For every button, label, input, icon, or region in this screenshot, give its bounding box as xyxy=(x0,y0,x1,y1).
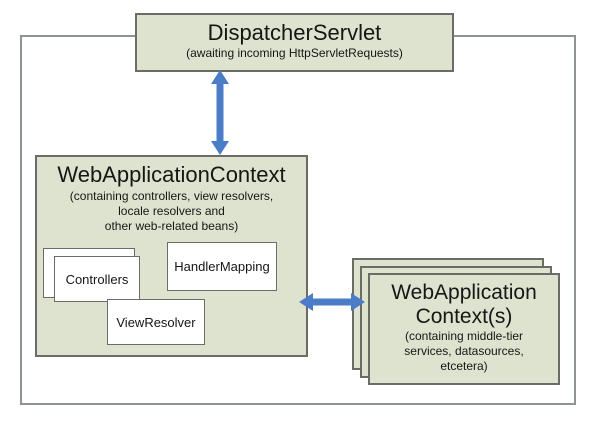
web-application-context-title: WebApplicationContext xyxy=(57,162,286,187)
view-resolver-label: ViewResolver xyxy=(116,314,196,330)
web-application-context-subtitle-line1: (containing controllers, view resolvers, xyxy=(69,189,274,203)
middle-tier-context-title-line1: WebApplication xyxy=(391,281,537,304)
web-application-context-subtitle-line2: locale resolvers and xyxy=(118,204,225,218)
controllers-box: Controllers xyxy=(54,256,140,302)
view-resolver-box: ViewResolver xyxy=(107,299,205,345)
dispatcher-servlet-box: DispatcherServlet (awaiting incoming Htt… xyxy=(135,13,454,72)
dispatcher-servlet-subtitle: (awaiting incoming HttpServletRequests) xyxy=(186,46,403,60)
handler-mapping-label: HandlerMapping xyxy=(174,259,270,274)
middle-tier-context-subtitle-line1: (containing middle-tier xyxy=(404,329,524,343)
middle-tier-context-title-line2: Context(s) xyxy=(415,305,513,328)
middle-tier-context-subtitle-line2: services, datasources, xyxy=(404,344,524,358)
middle-tier-context-box: WebApplication Context(s) (containing mi… xyxy=(368,273,560,385)
controllers-label: Controllers xyxy=(65,271,129,287)
web-application-context-subtitle-line3: other web-related beans) xyxy=(104,219,239,233)
dispatcher-servlet-title: DispatcherServlet xyxy=(207,20,382,45)
middle-tier-context-subtitle-line3: etcetera) xyxy=(440,359,488,373)
handler-mapping-box: HandlerMapping xyxy=(167,242,277,291)
